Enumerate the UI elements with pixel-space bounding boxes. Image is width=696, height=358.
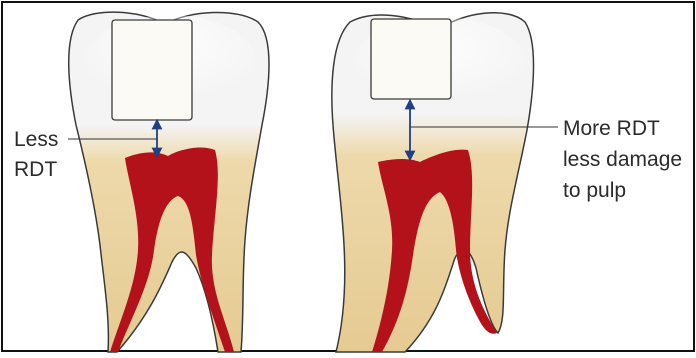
label-more-rdt: More RDT — [563, 116, 660, 142]
label-less-damage: less damage — [563, 147, 682, 173]
restoration-right — [371, 19, 451, 99]
restoration-left — [112, 20, 192, 120]
label-to-pulp: to pulp — [563, 178, 626, 204]
label-less: Less — [14, 127, 58, 153]
tooth-right — [332, 13, 558, 352]
tooth-left — [68, 12, 269, 352]
label-rdt-left: RDT — [14, 157, 57, 183]
